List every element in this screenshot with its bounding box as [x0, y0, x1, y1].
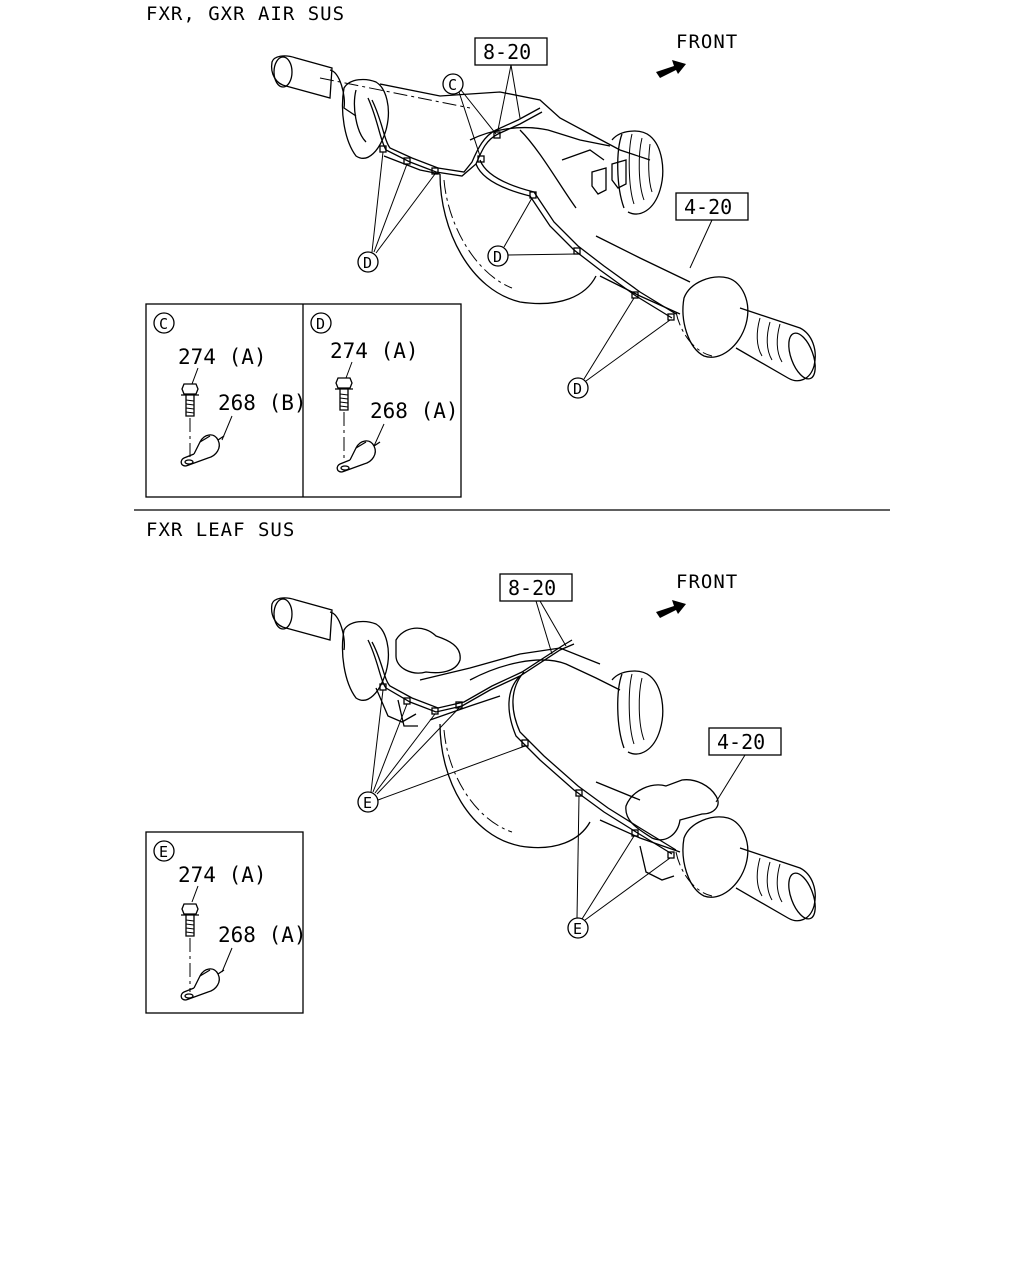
section-title-air-sus: FXR, GXR AIR SUS [146, 3, 345, 25]
detail-d-clip-label: 268 (A) [370, 399, 459, 423]
front-arrow-top: FRONT [656, 31, 738, 78]
callout-d-right-label: D [573, 380, 582, 398]
detail-d-bolt-label: 274 (A) [330, 339, 419, 363]
detail-c-tag: C [153, 312, 175, 334]
detail-c-clip-label: 268 (B) [218, 391, 307, 415]
detail-c: C 274 (A) 268 (B) [153, 312, 307, 467]
detail-d-tag: D [310, 312, 332, 334]
front-label-top: FRONT [676, 31, 738, 53]
bolt-icon [180, 903, 200, 937]
callout-e-left-label: E [363, 794, 372, 812]
callout-d-left-label: D [363, 254, 372, 272]
ref-box-harness-top[interactable]: 8-20 [474, 37, 548, 66]
callout-e-left[interactable]: E [357, 791, 379, 813]
ref-box-harness-bottom[interactable]: 8-20 [499, 573, 573, 602]
callout-e-right[interactable]: E [567, 917, 589, 939]
detail-c-bolt-label: 274 (A) [178, 345, 267, 369]
callout-d-center-label: D [493, 248, 502, 266]
bolt-icon [334, 377, 354, 411]
clip-icon [180, 434, 225, 467]
detail-d-tag-label: D [316, 315, 325, 333]
ref-label-axle-bottom: 4-20 [717, 730, 765, 754]
ref-label-harness-bottom: 8-20 [508, 576, 556, 600]
detail-box-e [145, 831, 304, 1014]
ref-label-harness-top: 8-20 [483, 40, 531, 64]
front-arrow-bottom: FRONT [656, 571, 738, 618]
bolt-icon [180, 383, 200, 417]
callout-c-label: C [448, 76, 457, 94]
detail-e: E 274 (A) 268 (A) [153, 840, 307, 1001]
callout-d-right[interactable]: D [567, 377, 589, 399]
detail-e-bolt-label: 274 (A) [178, 863, 267, 887]
ref-box-axle-top[interactable]: 4-20 [675, 192, 749, 221]
callout-e-right-label: E [573, 920, 582, 938]
ref-box-axle-bottom[interactable]: 4-20 [708, 727, 782, 756]
detail-box-c-d [145, 303, 462, 498]
front-label-bottom: FRONT [676, 571, 738, 593]
section-title-leaf-sus: FXR LEAF SUS [146, 519, 295, 541]
callout-d-left[interactable]: D [357, 251, 379, 273]
callout-c-top[interactable]: C [442, 73, 464, 95]
clip-icon [180, 968, 225, 1001]
detail-d: D 274 (A) 268 (A) [310, 312, 459, 473]
axle-housing-leaf-sus [270, 597, 816, 922]
detail-c-tag-label: C [159, 315, 168, 333]
detail-e-tag: E [153, 840, 175, 862]
detail-e-clip-label: 268 (A) [218, 923, 307, 947]
axle-housing-air-sus [270, 55, 816, 382]
callout-d-center[interactable]: D [487, 245, 509, 267]
ref-label-axle-top: 4-20 [684, 195, 732, 219]
detail-e-tag-label: E [159, 843, 168, 861]
